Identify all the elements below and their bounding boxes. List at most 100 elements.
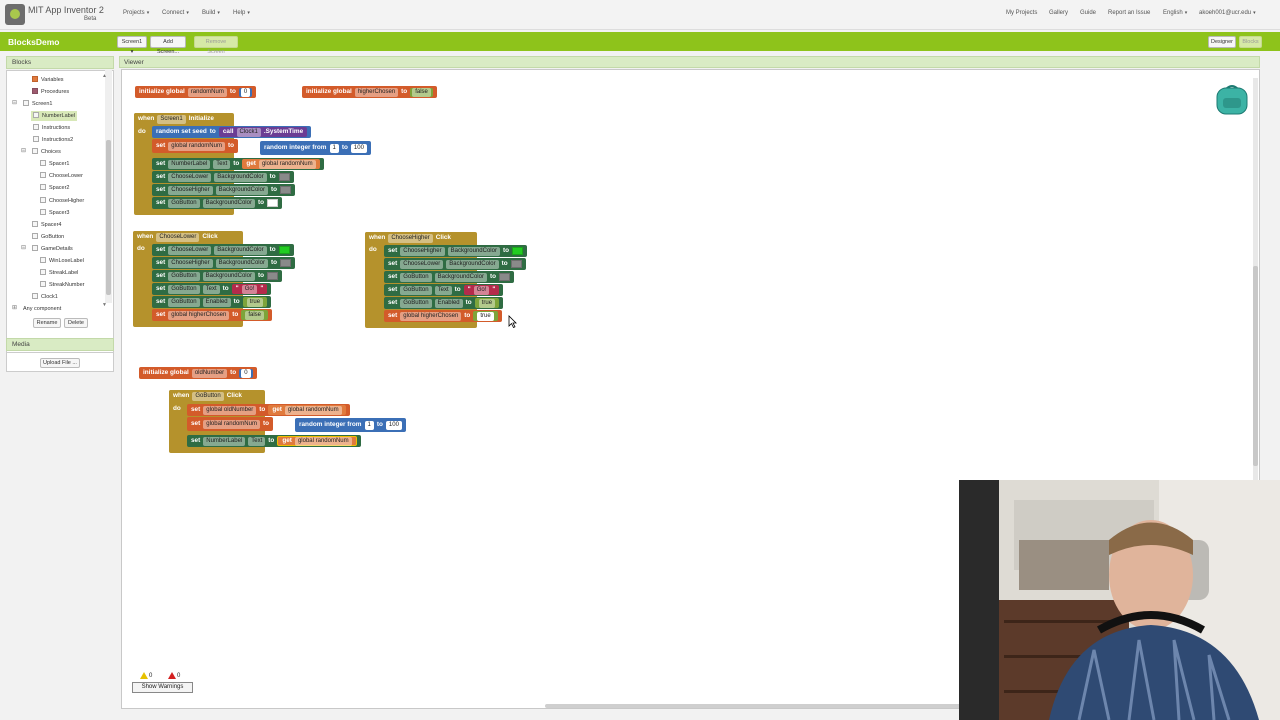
collapse-toggle-icon[interactable]: ⊟ [21,245,27,251]
tree-item-choosehigher[interactable]: ChooseHigher [40,196,84,206]
tree-item-winloselabel[interactable]: WinLoseLabel [40,256,84,266]
color-gray-swatch[interactable] [510,260,522,268]
tree-item-procedures[interactable]: Procedures [32,87,69,97]
color-gray-swatch[interactable] [280,259,292,267]
color-gray-swatch[interactable] [280,186,292,194]
arrangement-icon [32,245,38,251]
tree-item-spacer3[interactable]: Spacer3 [40,208,70,218]
tree-item-chooselower[interactable]: ChooseLower [40,171,83,181]
delete-button[interactable]: Delete [64,318,88,328]
tree-item-instructions2[interactable]: Instructions2 [33,135,73,145]
color-green-swatch[interactable] [512,247,524,255]
menu-guide[interactable]: Guide [1080,10,1097,16]
tree-item-streaklabel[interactable]: StreakLabel [40,268,78,278]
scroll-down-arrow-icon[interactable]: ▼ [102,302,107,308]
designer-button[interactable]: Designer [1208,36,1236,48]
app-inventor-logo-icon[interactable] [5,4,25,25]
warnings-count: 0 [149,673,153,679]
presenter-video-image [959,480,1280,720]
menu-connect[interactable]: Connect▾ [162,10,189,16]
menu-language[interactable]: English▾ [1163,10,1188,16]
add-screen-button[interactable]: Add Screen... [150,36,186,55]
tree-item-choices[interactable]: Choices [32,147,61,157]
show-warnings-button[interactable]: Show Warnings [132,682,193,693]
tree-item-gamedetails[interactable]: GameDetails [32,244,73,254]
workspace-vertical-scrollbar-thumb[interactable] [1253,266,1258,466]
color-gray-swatch[interactable] [499,273,511,281]
menu-build[interactable]: Build▾ [202,10,220,16]
color-white-swatch[interactable] [267,199,279,207]
tree-item-instructions[interactable]: Instructions [33,123,70,133]
expand-toggle-icon[interactable]: ⊞ [12,305,18,311]
media-panel-body: Upload File ... [6,352,114,372]
rename-button[interactable]: Rename [33,318,61,328]
tree-item-spacer2[interactable]: Spacer2 [40,183,70,193]
blocks-button[interactable]: Blocks [1239,36,1262,48]
collapse-toggle-icon[interactable]: ⊟ [12,100,18,106]
tree-item-gobutton[interactable]: GoButton [32,232,64,242]
backpack-icon[interactable] [1215,82,1249,116]
scroll-up-arrow-icon[interactable]: ▲ [102,73,107,79]
collapse-toggle-icon[interactable]: ⊟ [21,148,27,154]
menu-account[interactable]: akoeh001@ucr.edu▾ [1199,10,1256,16]
remove-screen-button[interactable]: Remove Screen [194,36,238,55]
tree-item-streaknumber[interactable]: StreakNumber [40,280,84,290]
tree-item-numberlabel[interactable]: NumberLabel [31,111,78,121]
arrangement-icon [32,148,38,154]
label-icon [40,269,46,275]
media-panel-title: Media [6,338,114,351]
dropdown-arrow-icon: ▾ [146,10,150,16]
tree-item-screen1[interactable]: Screen1 [23,99,53,109]
menu-help[interactable]: Help▾ [233,10,250,16]
label-icon [33,112,39,118]
tree-scrollbar-thumb[interactable] [106,140,111,295]
menu-gallery[interactable]: Gallery [1049,10,1069,16]
screen-select-button[interactable]: Screen1 ▾ [117,36,147,55]
upload-file-button[interactable]: Upload File ... [40,358,80,368]
workspace-horizontal-scrollbar[interactable] [545,704,965,708]
color-gray-swatch[interactable] [278,173,290,181]
tree-item-spacer1[interactable]: Spacer1 [40,159,70,169]
tree-item-spacer4[interactable]: Spacer4 [32,220,62,230]
menu-my-projects[interactable]: My Projects [1006,10,1038,16]
color-green-swatch[interactable] [278,246,290,254]
tree-item-variables[interactable]: Variables [32,75,64,85]
tree-item-clock1[interactable]: Clock1 [32,292,58,302]
top-bar: MIT App Inventor 2 Beta Projects▾ Connec… [0,0,1280,30]
tree-item-any-component[interactable]: Any component [23,306,62,312]
menu-report-issue[interactable]: Report an Issue [1108,10,1151,16]
menu-projects[interactable]: Projects▾ [123,10,150,16]
color-gray-swatch[interactable] [267,272,279,280]
dropdown-arrow-icon: ▾ [247,10,250,16]
